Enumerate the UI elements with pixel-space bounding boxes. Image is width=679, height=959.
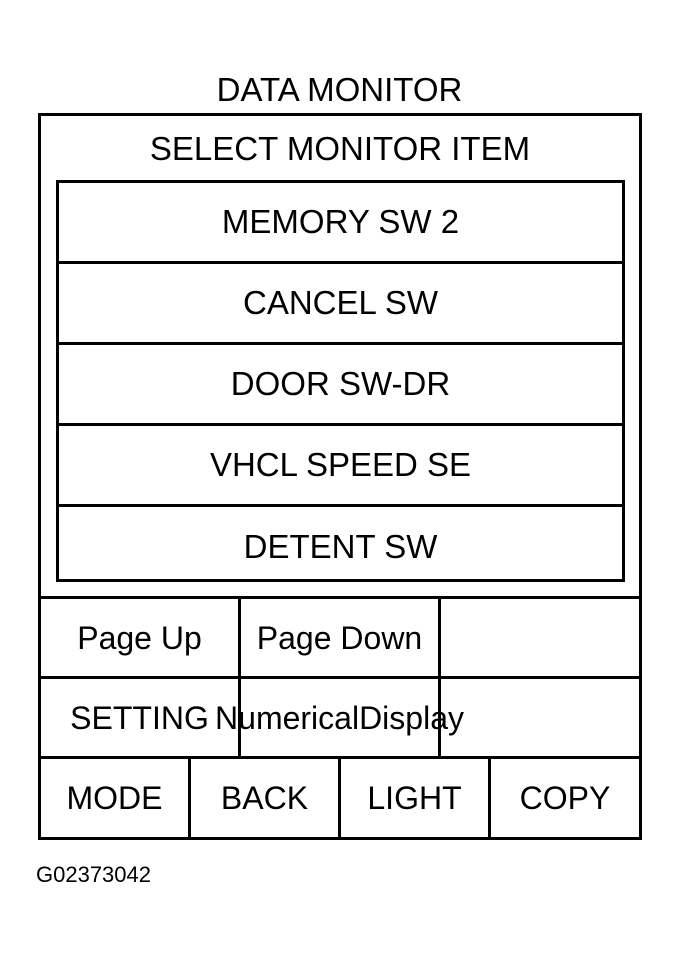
- monitor-item-memory-sw-2[interactable]: MEMORY SW 2: [59, 183, 622, 264]
- numerical-display-button[interactable]: Numerical Display: [215, 679, 464, 756]
- copy-button[interactable]: COPY: [519, 780, 611, 816]
- monitor-item-vhcl-speed-se[interactable]: VHCL SPEED SE: [59, 426, 622, 507]
- button-row-3: MODE BACK LIGHT COPY: [41, 759, 639, 837]
- light-button[interactable]: LIGHT: [341, 759, 491, 837]
- numerical-display-label-line2: Display: [359, 699, 464, 736]
- monitor-item-list: MEMORY SW 2 CANCEL SW DOOR SW-DR VHCL SP…: [56, 180, 625, 582]
- monitor-item-cancel-sw[interactable]: CANCEL SW: [59, 264, 622, 345]
- screen-title: DATA MONITOR: [216, 71, 463, 108]
- control-button-grid: Page Up Page Down SETTING Numerical Disp…: [41, 596, 639, 840]
- page-down-button[interactable]: Page Down: [241, 599, 441, 676]
- button-row-1: Page Up Page Down: [41, 599, 639, 679]
- figure-code: G02373042: [36, 862, 151, 887]
- numerical-display-label-line1: Numerical: [215, 699, 360, 736]
- data-monitor-panel: SELECT MONITOR ITEM MEMORY SW 2 CANCEL S…: [38, 113, 642, 840]
- mode-button[interactable]: MODE: [41, 759, 191, 837]
- monitor-item-detent-sw[interactable]: DETENT SW: [243, 528, 438, 565]
- monitor-item-door-sw-dr[interactable]: DOOR SW-DR: [59, 345, 622, 426]
- back-button[interactable]: BACK: [191, 759, 341, 837]
- button-row-2: SETTING Numerical Display: [41, 679, 639, 759]
- empty-cell: [441, 679, 639, 756]
- page-up-button[interactable]: Page Up: [41, 599, 241, 676]
- empty-cell: [441, 599, 639, 676]
- setting-button[interactable]: SETTING: [41, 679, 241, 756]
- select-monitor-item-header: SELECT MONITOR ITEM: [149, 130, 531, 167]
